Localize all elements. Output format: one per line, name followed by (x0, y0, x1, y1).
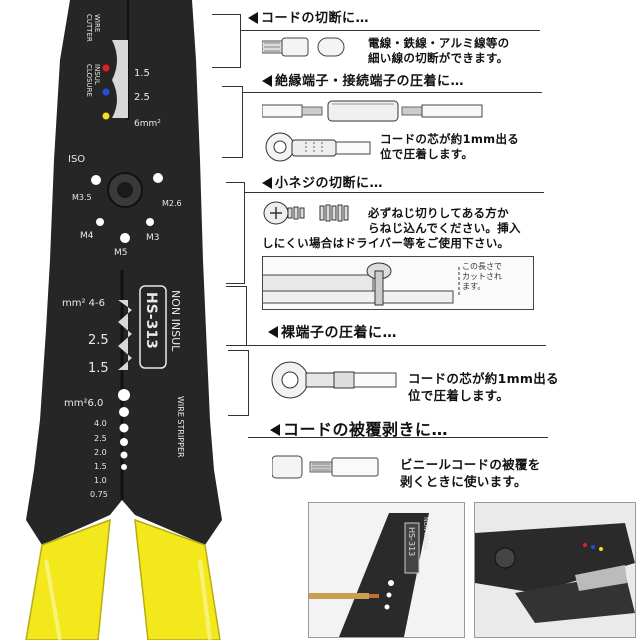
bracket-insul (222, 86, 243, 158)
section-bare-title: 裸端子の圧着に… (268, 322, 397, 342)
svg-text:HS-313: HS-313 (407, 527, 416, 556)
bare-size-1: 2.5 (88, 333, 109, 348)
red-dot-icon (102, 64, 110, 72)
screw-illustration (263, 201, 349, 225)
bare-size-2: 1.5 (88, 361, 109, 376)
crimping-tool-illustration: WIRE CUTTER INSUL CLOSURE 1.5 2.5 6mm² I… (25, 0, 222, 640)
rule-2 (242, 92, 542, 93)
screw-label-m4: M4 (80, 231, 94, 241)
model-badge: HS-313 (139, 285, 167, 369)
rule-3 (244, 192, 544, 193)
section-cut-title: コードの切断に… (248, 7, 369, 26)
screw-cut-diagram (262, 256, 534, 310)
rule-4 (246, 345, 546, 346)
ring-terminal-illustration (265, 132, 371, 162)
wire-cutter-label-1: WIRE (93, 14, 101, 32)
strip-unit-label: mm²6.0 (64, 398, 103, 409)
blue-dot-icon (102, 88, 110, 96)
section-insul-desc: コードの芯が約1mm出る 位で圧着します。 (380, 132, 520, 161)
screw-label-iso: ISO (68, 154, 85, 165)
bracket-cut (212, 14, 241, 68)
insul-label-1: INSUL (93, 64, 101, 85)
crimp-size-2: 2.5 (134, 92, 150, 103)
section-strip-desc: ビニールコードの被覆を 剥くときに使います。 (400, 457, 541, 489)
section-insul-title: 絶縁端子・接続端子の圧着に… (262, 70, 464, 89)
strip-size-1: 4.0 (94, 419, 107, 428)
section-cut-desc: 電線・鉄線・アルミ線等の 細い線の切断ができます。 (368, 36, 510, 65)
bare-ring-terminal-illustration (271, 361, 397, 399)
right-handle (134, 518, 221, 640)
strip-size-4: 1.5 (94, 462, 107, 471)
rule-1 (240, 30, 540, 31)
bracket-bare (226, 286, 247, 346)
strip-size-3: 2.0 (94, 448, 107, 457)
screw-note: この長さで カットされ ます。 (462, 262, 502, 291)
section-screw-title: 小ネジの切断に… (262, 172, 383, 191)
screw-label-m5: M5 (114, 248, 128, 258)
rule-5 (248, 437, 548, 438)
cut-wire-illustration (262, 37, 345, 57)
butt-connector-illustration (262, 100, 483, 122)
screw-label-m35: M3.5 (72, 193, 92, 202)
insul-label-2: CLOSURE (85, 64, 93, 97)
left-handle (25, 518, 111, 640)
section-screw-desc: 必ずねじ切りしてある方か らねじ込んでください。挿入 しにくい場合はドライバー等… (262, 206, 521, 250)
section-strip-title: コードの被覆剥きに… (270, 416, 448, 440)
crimp-size-1: 1.5 (134, 68, 150, 79)
bare-unit-label: mm² 4-6 (62, 298, 105, 309)
screw-label-m26: M2.6 (162, 199, 182, 208)
crimp-size-3: 6mm² (134, 119, 161, 129)
bracket-strip (228, 350, 249, 416)
strip-size-5: 1.0 (94, 476, 107, 485)
screw-label-m3: M3 (146, 233, 160, 243)
yellow-dot-icon (102, 112, 110, 120)
strip-wire-illustration (272, 455, 379, 479)
usage-photo-crimper (474, 502, 636, 638)
section-bare-desc: コードの芯が約1mm出る 位で圧着します。 (408, 371, 559, 403)
non-insul-label: NON INSUL (169, 290, 182, 352)
usage-photo-stripper: HS-313 NON INSUL (308, 502, 465, 638)
wire-cutter-label-2: CUTTER (85, 14, 93, 42)
svg-text:NON INSUL: NON INSUL (422, 517, 429, 551)
strip-size-6: 0.75 (90, 490, 108, 499)
strip-size-2: 2.5 (94, 434, 107, 443)
svg-text:HS-313: HS-313 (143, 292, 159, 349)
bracket-screw (226, 182, 245, 284)
wire-stripper-label: WIRE STRIPPER (176, 396, 185, 458)
